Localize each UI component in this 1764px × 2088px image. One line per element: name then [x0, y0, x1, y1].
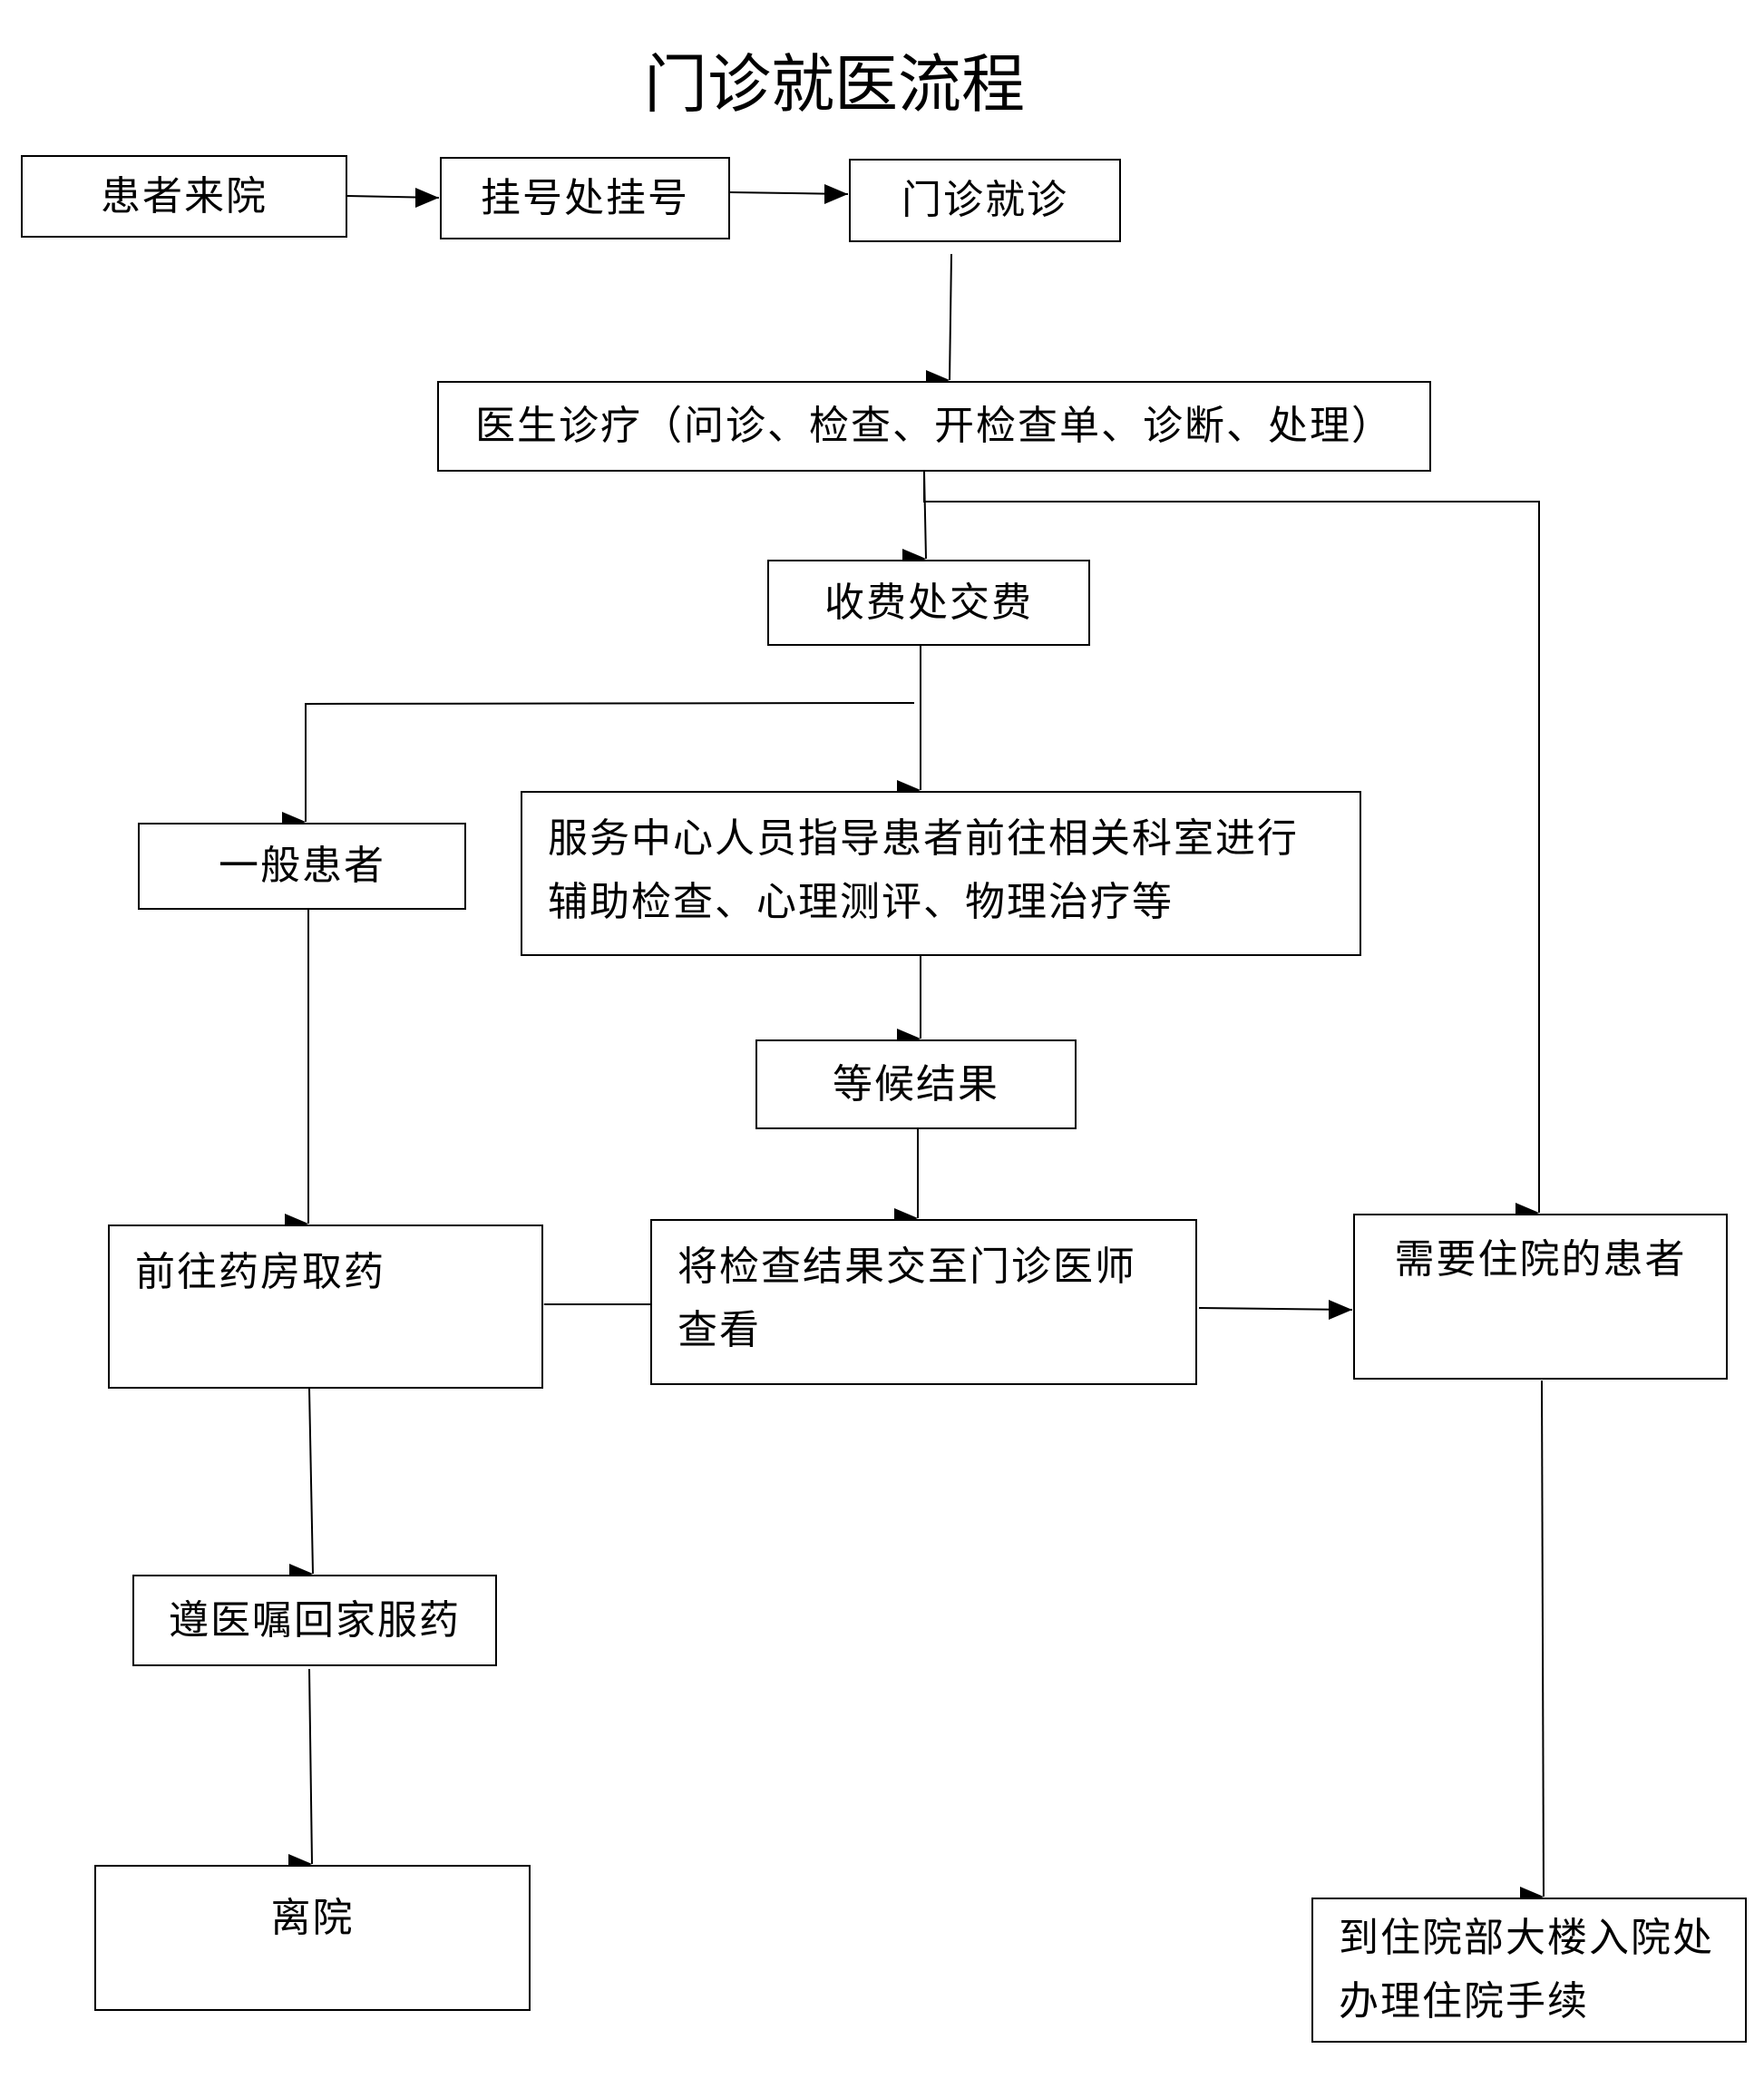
node-payment: 收费处交费 [767, 560, 1090, 646]
arrow-visit-to-diagnosis [926, 253, 952, 390]
node-outpatient-visit: 门诊就诊 [849, 159, 1121, 242]
node-pharmacy: 前往药房取药 [108, 1225, 543, 1389]
page-title: 门诊就医流程 [644, 47, 1025, 122]
node-label: 患者来院 [101, 172, 268, 220]
node-result-to-doctor: 将检查结果交至门诊医师查看 [650, 1219, 1197, 1385]
node-label: 门诊就诊 [901, 177, 1068, 223]
node-general-patient: 一般患者 [138, 823, 466, 910]
node-doctor-diagnosis: 医生诊疗（问诊、检查、开检查单、诊断、处理） [437, 381, 1431, 472]
node-label: 需要住院的患者 [1394, 1236, 1687, 1283]
node-registration: 挂号处挂号 [440, 157, 730, 239]
node-patient-arrive: 患者来院 [21, 155, 347, 238]
node-wait-result: 等候结果 [755, 1039, 1077, 1129]
node-label: 医生诊疗（问诊、检查、开检查单、诊断、处理） [475, 403, 1393, 449]
node-medicine-at-home: 遵医嘱回家服药 [132, 1575, 497, 1666]
node-label: 将检查结果交至门诊医师查看 [677, 1244, 1136, 1353]
node-label: 收费处交费 [824, 579, 1033, 626]
arrow-arrive-to-registration [346, 188, 440, 208]
node-leave: 离院 [94, 1865, 531, 2011]
arrow-result-to-inpatient [1198, 1300, 1353, 1320]
arrow-pharmacy-to-home [289, 1388, 314, 1584]
node-label: 一般患者 [219, 843, 385, 889]
node-admission: 到住院部大楼入院处办理住院手续 [1311, 1898, 1747, 2043]
node-label: 遵医嘱回家服药 [169, 1596, 461, 1644]
node-label: 前往药房取药 [135, 1249, 385, 1295]
node-service-center: 服务中心人员指导患者前往相关科室进行辅助检查、心理测评、物理治疗等 [521, 791, 1361, 956]
node-label: 挂号处挂号 [481, 174, 689, 221]
arrow-home-to-leave [288, 1668, 313, 1874]
node-label: 离院 [270, 1895, 355, 1941]
arrow-inpatient-to-admission [1520, 1380, 1545, 1907]
node-label: 到住院部大楼入院处办理住院手续 [1339, 1915, 1714, 2025]
line-diagnosis-to-inpatient [923, 472, 1540, 1223]
node-inpatient-needed: 需要住院的患者 [1353, 1214, 1728, 1380]
arrow-registration-to-visit [729, 184, 849, 204]
node-label: 等候结果 [833, 1060, 999, 1107]
line-branch-to-general [282, 702, 915, 832]
node-label: 服务中心人员指导患者前往相关科室进行辅助检查、心理测评、物理治疗等 [548, 815, 1299, 925]
